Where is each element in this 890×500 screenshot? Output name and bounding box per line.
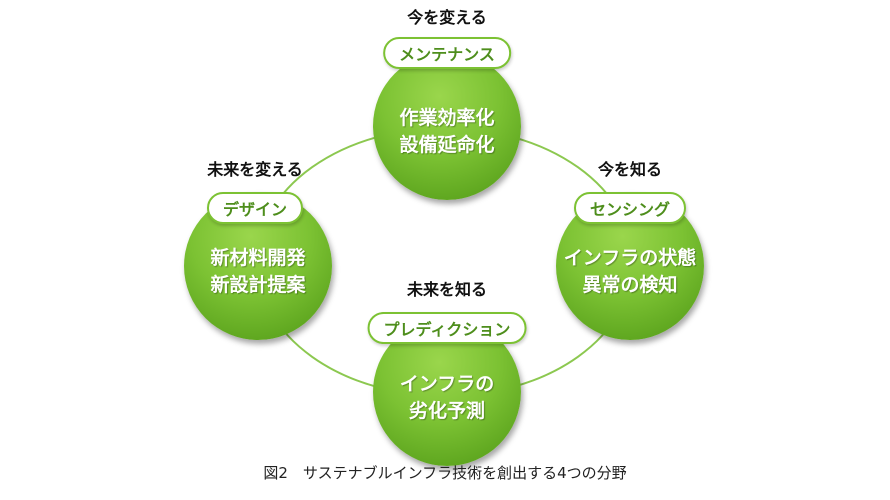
circle-text: インフラの — [399, 373, 495, 395]
heading-design: 未来を変える — [207, 160, 303, 179]
circle-text: インフラの状態 — [563, 247, 697, 269]
tag-maintenance: メンテナンス — [383, 37, 511, 69]
heading-prediction: 未来を知る — [406, 280, 488, 299]
circle-maintenance: 作業効率化 設備延命化 — [373, 52, 521, 200]
heading-maintenance: 今を変える — [407, 8, 487, 27]
figure-caption: 図2 サステナブルインフラ技術を創出する4つの分野 — [263, 464, 627, 482]
tag-design: デザイン — [206, 192, 304, 224]
circle-text: 新材料開発 — [210, 247, 306, 269]
heading-sensing: 今を知る — [597, 160, 663, 179]
circle-text: 劣化予測 — [408, 400, 485, 422]
tag-sensing: センシング — [573, 192, 687, 224]
circle-text: 新設計提案 — [210, 274, 306, 296]
circle-text: 設備延命化 — [399, 134, 495, 156]
tag-prediction: プレディクション — [367, 312, 527, 344]
circle-text: 作業効率化 — [399, 107, 495, 129]
circle-text: 異常の検知 — [582, 274, 678, 296]
